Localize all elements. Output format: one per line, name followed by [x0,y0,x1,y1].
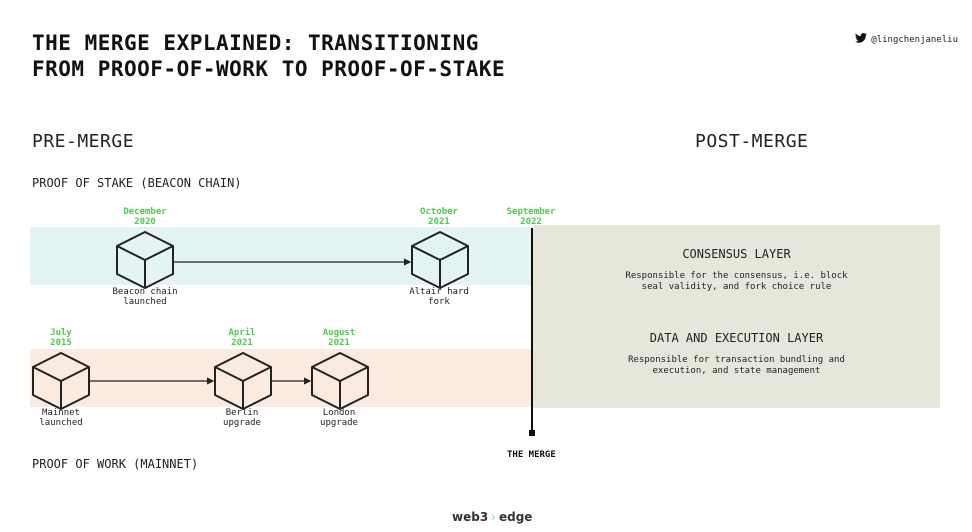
caption-line: upgrade [223,418,261,428]
logo-right-text: edge [498,510,533,524]
caption-line: London [322,408,356,418]
pow-event-date: April 2021 [202,328,282,348]
caption-line: Beacon chain [112,287,178,297]
post-merge-panel: CONSENSUS LAYER Responsible for the cons… [533,225,940,408]
pos-event-date: October 2021 [399,207,479,227]
title-line-1: THE MERGE EXPLAINED: TRANSITIONING [32,31,479,55]
merge-date: September 2022 [491,207,571,227]
merge-label: THE MERGE [507,450,556,460]
desc-line: execution, and state management [652,366,821,376]
date-line: September [506,207,556,217]
caption-line: launched [39,418,83,428]
author-handle[interactable]: @lingchenjaneliu [855,33,958,46]
date-line: December [123,207,167,217]
date-line: July [50,328,72,338]
consensus-layer-title: CONSENSUS LAYER [682,247,791,261]
pow-event-caption: Berlin upgrade [197,408,287,428]
execution-layer-description: Responsible for transaction bundling and… [533,355,940,377]
berlin-block-icon [214,352,272,410]
merge-point-marker [529,430,535,436]
date-line: April [228,328,256,338]
merge-divider-line [531,228,533,432]
pow-event-date: July 2015 [21,328,101,348]
pre-merge-heading: PRE-MERGE [32,131,135,152]
caption-line: Berlin [225,408,259,418]
handle-text: @lingchenjaneliu [871,34,958,45]
pos-chain-label: PROOF OF STAKE (BEACON CHAIN) [32,176,242,190]
caption-line: Altair hard [409,287,469,297]
date-line: 2020 [134,217,156,227]
caption-line: Mainnet [42,408,80,418]
date-line: 2021 [328,338,350,348]
diagram-title: THE MERGE EXPLAINED: TRANSITIONING FROM … [32,30,505,82]
pos-event-date: December 2020 [105,207,185,227]
pow-timeline-band [30,349,534,407]
desc-line: seal validity, and fork choice rule [641,282,832,292]
london-block-icon [311,352,369,410]
date-line: 2021 [231,338,253,348]
post-merge-heading: POST-MERGE [695,131,809,152]
title-line-2: FROM PROOF-OF-WORK TO PROOF-OF-STAKE [32,57,506,81]
pow-chain-label: PROOF OF WORK (MAINNET) [32,457,199,471]
caption-line: upgrade [320,418,358,428]
date-line: 2021 [428,217,450,227]
twitter-bird-icon [855,33,868,46]
pos-event-caption: Beacon chain launched [100,287,190,307]
pow-event-caption: Mainnet launched [16,408,106,428]
execution-layer-title: DATA AND EXECUTION LAYER [649,331,824,345]
date-line: 2015 [50,338,72,348]
logo-left-text: web3 [452,510,489,524]
mainnet-block-icon [32,352,90,410]
date-line: August [322,328,356,338]
pow-event-caption: London upgrade [294,408,384,428]
caption-line: launched [123,297,167,307]
date-line: 2022 [520,217,542,227]
beacon-chain-block-icon [116,231,174,289]
pow-event-date: August 2021 [299,328,379,348]
altair-block-icon [411,231,469,289]
chevron-right-icon: › [491,510,496,524]
desc-line: Responsible for the consensus, i.e. bloc… [625,271,848,281]
consensus-layer-description: Responsible for the consensus, i.e. bloc… [533,271,940,293]
date-line: October [420,207,458,217]
web3edge-logo: web3›edge [452,510,532,524]
desc-line: Responsible for transaction bundling and [628,355,845,365]
caption-line: fork [428,297,450,307]
pos-event-caption: Altair hard fork [394,287,484,307]
